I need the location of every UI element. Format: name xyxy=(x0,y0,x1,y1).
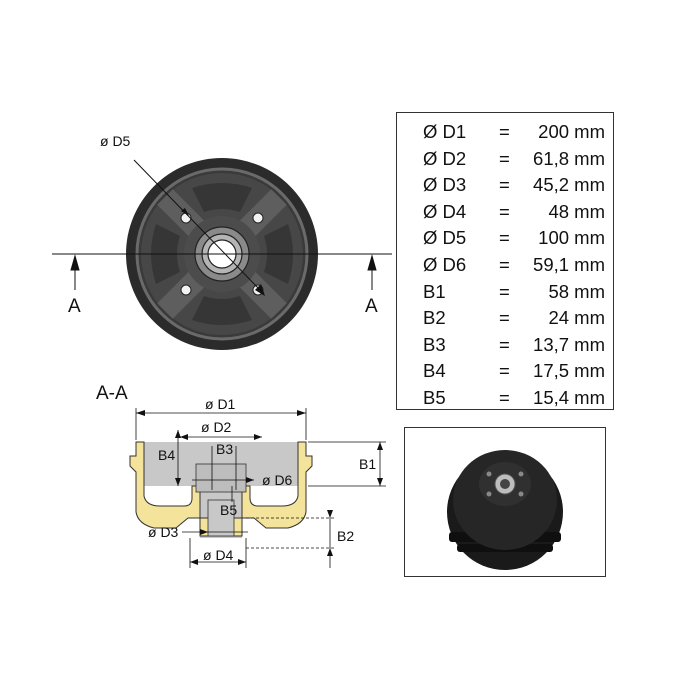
d2-label: ø D2 xyxy=(201,419,232,435)
b3-label: B3 xyxy=(216,441,233,457)
hub-inner-sleeve xyxy=(195,463,247,493)
section-cut-right xyxy=(241,441,313,529)
b4-arrow-bottom xyxy=(175,478,181,486)
section-label-left: A xyxy=(68,296,81,317)
d6-label: ø D6 xyxy=(262,472,293,488)
front-view: A A ø D5 xyxy=(52,133,392,350)
spec-value: 59,1 mm xyxy=(533,254,605,275)
d6-arrow xyxy=(246,477,254,483)
d5-leader xyxy=(133,159,263,293)
section-view: A-A ø D1 ø D2 B3 B4 xyxy=(96,383,386,568)
hub-bore-section xyxy=(207,499,235,537)
spec-row: B1 = 58 mm xyxy=(397,281,613,307)
section-title: A-A xyxy=(96,383,128,404)
b5-label: B5 xyxy=(220,502,237,518)
spec-equals: = xyxy=(499,280,510,302)
d5-label: ø D5 xyxy=(100,133,131,149)
section-label-right: A xyxy=(365,296,378,317)
d1-arrow-right xyxy=(297,410,306,416)
spec-name: B4 xyxy=(423,360,446,382)
spec-row: Ø D5 = 100 mm xyxy=(397,227,613,253)
spec-value: 24 mm xyxy=(548,307,605,329)
d5-arrow-head xyxy=(181,208,189,216)
d1-arrow-left xyxy=(136,410,145,416)
d4-arrow-right xyxy=(238,559,246,565)
spec-value: 15,4 mm xyxy=(533,387,605,408)
spec-name: Ø D2 xyxy=(423,147,467,169)
d3-arrow xyxy=(200,529,208,535)
brake-drum-photo xyxy=(447,450,563,570)
spec-value: 100 mm xyxy=(538,227,605,249)
product-photo xyxy=(404,427,606,577)
spec-row: Ø D2 = 61,8 mm xyxy=(397,148,613,174)
spec-row: B3 = 13,7 mm xyxy=(397,334,613,360)
spec-name: Ø D4 xyxy=(423,200,467,222)
d2-arrow-right xyxy=(254,434,262,440)
spec-row: B4 = 17,5 mm xyxy=(397,360,613,386)
spec-name: Ø D3 xyxy=(423,174,467,196)
spec-equals: = xyxy=(499,200,510,222)
spec-name: Ø D1 xyxy=(423,121,467,142)
spec-row: B5 = 15,4 mm xyxy=(397,387,613,413)
spec-name: Ø D6 xyxy=(423,254,467,275)
spec-row: Ø D4 = 48 mm xyxy=(397,201,613,227)
spec-value: 48 mm xyxy=(548,200,605,222)
spec-value: 45,2 mm xyxy=(533,174,605,196)
spec-row: Ø D6 = 59,1 mm xyxy=(397,254,613,280)
spec-equals: = xyxy=(499,307,510,329)
spec-value: 58 mm xyxy=(548,280,605,302)
b1-arrow-top xyxy=(377,442,383,450)
spec-name: B3 xyxy=(423,333,446,355)
spec-equals: = xyxy=(499,174,510,196)
photo-hub-bore xyxy=(500,479,510,489)
photo-bolt-holes xyxy=(486,471,524,497)
spec-name: B1 xyxy=(423,280,446,302)
d5-arrow-tail xyxy=(255,284,265,296)
spec-equals: = xyxy=(499,387,510,408)
spec-row: Ø D3 = 45,2 mm xyxy=(397,174,613,200)
spec-equals: = xyxy=(499,254,510,275)
spec-name: Ø D5 xyxy=(423,227,467,249)
section-cut-left xyxy=(129,441,201,529)
spec-name: B5 xyxy=(423,387,446,408)
spec-equals: = xyxy=(499,121,510,142)
d2-arrow-left xyxy=(180,434,188,440)
d1-label: ø D1 xyxy=(205,396,236,412)
spec-table: Ø D1 = 200 mm Ø D2 = 61,8 mm Ø D3 = 45,2 mm Ø D4 =… xyxy=(396,112,614,410)
spec-value: 13,7 mm xyxy=(533,333,605,355)
d3-label: ø D3 xyxy=(148,524,179,540)
b1-label: B1 xyxy=(359,456,376,472)
spec-equals: = xyxy=(499,333,510,355)
spec-equals: = xyxy=(499,147,510,169)
d4-label: ø D4 xyxy=(203,547,234,563)
b1-arrow-bottom xyxy=(377,478,383,486)
spec-row: B2 = 24 mm xyxy=(397,307,613,333)
spec-value: 200 mm xyxy=(538,121,605,142)
b2-label: B2 xyxy=(337,528,354,544)
spec-equals: = xyxy=(499,227,510,249)
b4-label: B4 xyxy=(158,447,175,463)
section-arrow-right xyxy=(367,254,377,290)
b2-arrow-top xyxy=(327,510,333,518)
d4-arrow-left xyxy=(190,559,198,565)
b4-arrow-top xyxy=(175,430,181,438)
b2-arrow-bottom xyxy=(327,548,333,556)
spec-value: 17,5 mm xyxy=(533,360,605,382)
spec-row: Ø D1 = 200 mm xyxy=(397,121,613,147)
spec-value: 61,8 mm xyxy=(533,147,605,169)
spec-name: B2 xyxy=(423,307,446,329)
section-arrow-left xyxy=(70,254,80,290)
spec-equals: = xyxy=(499,360,510,382)
